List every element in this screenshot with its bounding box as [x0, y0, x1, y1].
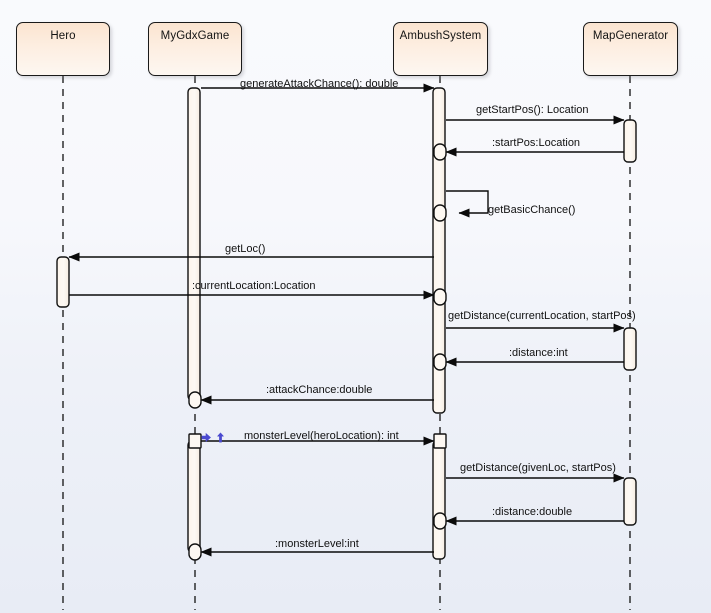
message-label-m12: :distance:double: [492, 506, 573, 518]
return-marker-circle: [433, 512, 447, 530]
blue-right-arrow-icon[interactable]: [201, 430, 212, 443]
message-label-m11: getDistance(givenLoc, startPos): [460, 462, 616, 474]
message-self-m4[interactable]: [446, 190, 489, 218]
lifeline-header-hero[interactable]: Hero: [16, 22, 110, 76]
activation-bar-mygdxgame[interactable]: [187, 440, 201, 553]
activation-bar-mapgenerator[interactable]: [623, 477, 637, 526]
message-label-m3: :startPos:Location: [492, 137, 581, 149]
activation-bars: [56, 87, 637, 560]
return-marker-square: [433, 433, 447, 449]
return-markers: [188, 143, 447, 561]
message-label-m9: :attackChance:double: [266, 384, 373, 396]
lifeline-dashes: [62, 76, 631, 610]
activation-bar-ambushsystem[interactable]: [432, 440, 446, 560]
lifeline-label: Hero: [50, 30, 76, 42]
message-label-m7: getDistance(currentLocation, startPos): [448, 310, 636, 322]
message-label-m4: getBasicChance(): [488, 204, 576, 216]
lifeline-header-mapgenerator[interactable]: MapGenerator: [583, 22, 678, 76]
message-arrows: [68, 83, 625, 557]
lifeline-header-ambushsystem[interactable]: AmbushSystem: [393, 22, 488, 76]
return-marker-circle: [433, 288, 447, 306]
activation-bar-ambushsystem[interactable]: [432, 87, 446, 414]
message-label-m10: monsterLevel(heroLocation): int: [244, 430, 399, 442]
return-marker-square: [188, 433, 202, 449]
message-label-m5: getLoc(): [225, 243, 266, 255]
message-label-m2: getStartPos(): Location: [476, 104, 589, 116]
message-label-m13: :monsterLevel:int: [275, 538, 359, 550]
activation-bar-mapgenerator[interactable]: [623, 119, 637, 163]
message-label-m6: :currentLocation:Location: [192, 280, 316, 292]
return-marker-circle: [188, 543, 202, 561]
lifeline-label: AmbushSystem: [399, 30, 482, 42]
lifeline-label: MapGenerator: [592, 30, 669, 42]
message-label-m1: generateAttackChance(): double: [240, 78, 399, 90]
return-marker-circle: [433, 353, 447, 371]
message-label-m8: :distance:int: [509, 347, 568, 359]
return-marker-circle: [433, 204, 447, 222]
return-marker-circle: [433, 143, 447, 161]
lifeline-header-mygdxgame[interactable]: MyGdxGame: [148, 22, 242, 76]
activation-bar-mygdxgame[interactable]: [187, 87, 201, 401]
blue-up-arrow-icon[interactable]: [215, 430, 226, 443]
lifeline-label: MyGdxGame: [160, 30, 230, 42]
activation-bar-mapgenerator[interactable]: [623, 327, 637, 371]
activation-bar-hero[interactable]: [56, 256, 70, 308]
return-marker-circle: [188, 391, 202, 409]
